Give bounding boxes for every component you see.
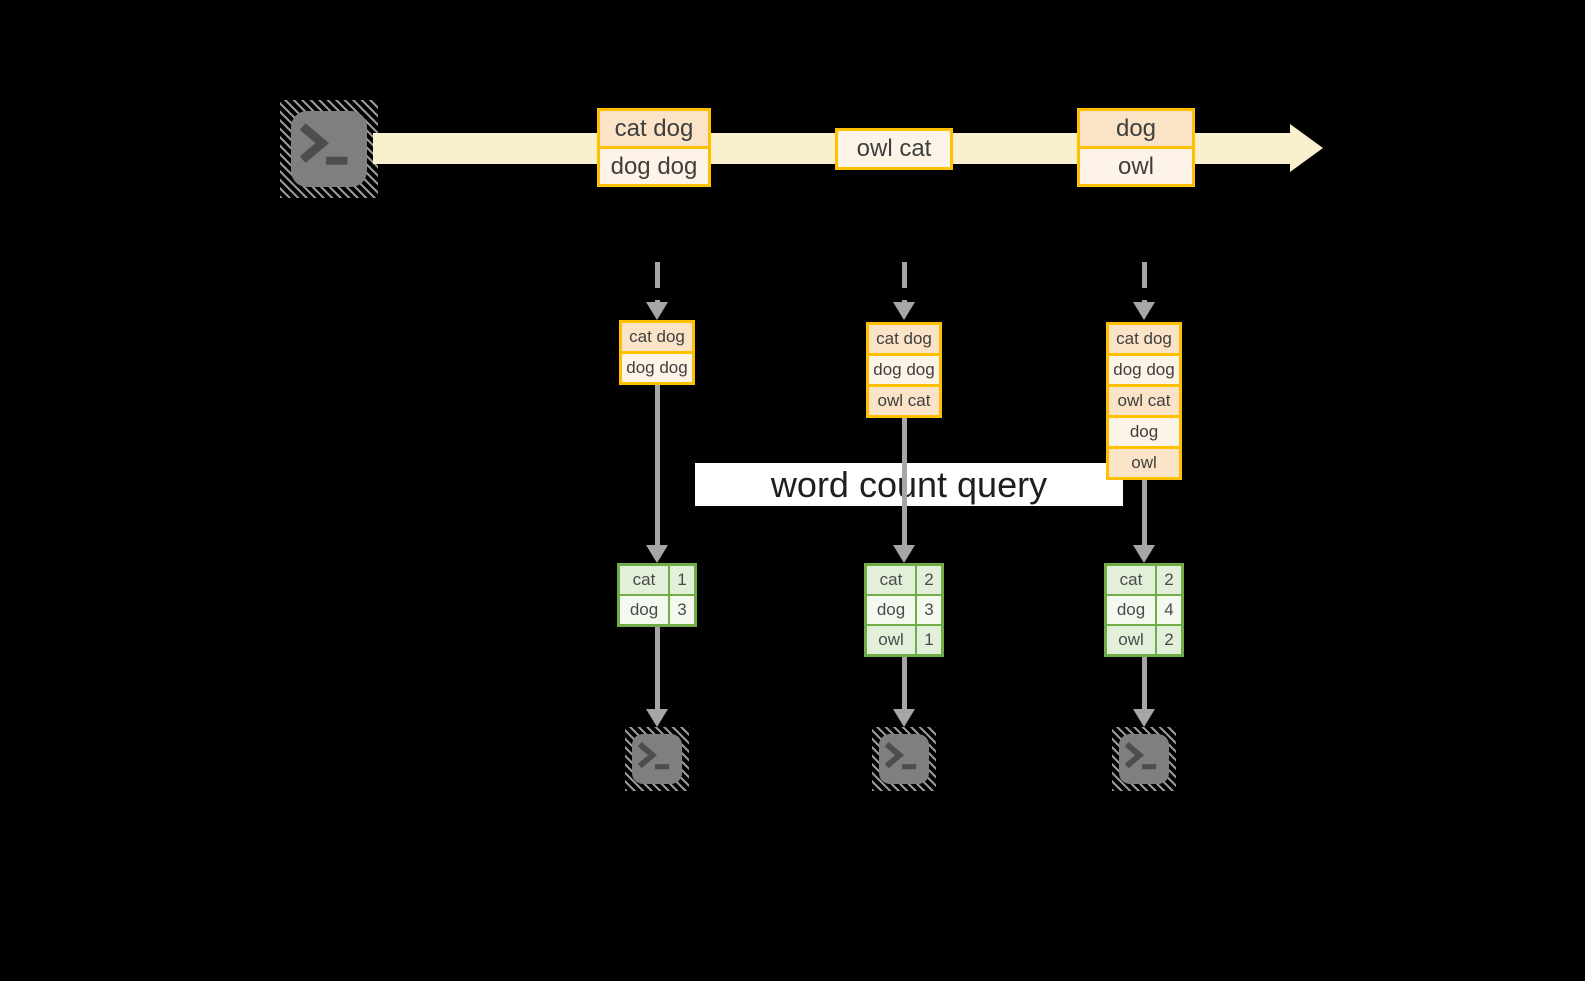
buffer-row: dog dog: [1109, 356, 1179, 384]
count-value: 2: [1157, 626, 1181, 654]
count-value: 1: [917, 626, 941, 654]
count-table-1: cat 1 dog 3: [617, 563, 697, 627]
buffer-row: dog: [1109, 418, 1179, 446]
terminal-prompt-icon: [632, 734, 682, 784]
terminal-glyph-icon: [299, 123, 348, 165]
stream-arrowhead-icon: [1290, 124, 1323, 172]
buffer-row: owl cat: [869, 387, 939, 415]
stream-event-1: cat dog dog dog: [597, 108, 711, 187]
query-label-band: word count query: [695, 463, 1123, 506]
buffer-row: cat dog: [622, 323, 692, 351]
record-buffer-2: cat dog dog dog owl cat: [866, 322, 942, 418]
flow-arrow-line: [1142, 480, 1147, 545]
count-word: dog: [1107, 596, 1155, 624]
stream-event-2: owl cat: [835, 128, 953, 170]
source-terminal-icon: [280, 100, 378, 198]
terminal-glyph-icon: [1124, 742, 1157, 770]
stream-event-row: cat dog: [600, 111, 708, 146]
flow-arrow-line: [902, 657, 907, 709]
terminal-prompt-icon: [291, 111, 367, 187]
count-row: owl 2: [1107, 626, 1181, 654]
count-value: 4: [1157, 596, 1181, 624]
flow-arrow-line: [655, 385, 660, 545]
terminal-prompt-icon: [879, 734, 929, 784]
dashed-arrow-line: [655, 262, 660, 302]
buffer-row: owl: [1109, 449, 1179, 477]
arrowhead-down-icon: [893, 709, 915, 727]
buffer-row: dog dog: [869, 356, 939, 384]
arrowhead-down-icon: [893, 302, 915, 320]
flow-arrow-line: [1142, 657, 1147, 709]
count-row: owl 1: [867, 626, 941, 654]
stream-event-row: dog: [1080, 111, 1192, 146]
terminal-glyph-icon: [884, 742, 917, 770]
buffer-row: dog dog: [622, 354, 692, 382]
arrowhead-down-icon: [646, 545, 668, 563]
arrowhead-down-icon: [646, 709, 668, 727]
arrowhead-down-icon: [893, 545, 915, 563]
arrowhead-down-icon: [1133, 545, 1155, 563]
flow-arrow-line: [902, 418, 907, 545]
count-word: dog: [867, 596, 915, 624]
sink-terminal-icon-3: [1112, 727, 1176, 791]
stream-event-row: owl: [1080, 149, 1192, 184]
flow-arrow-line: [655, 627, 660, 709]
buffer-row: owl cat: [1109, 387, 1179, 415]
count-value: 2: [1157, 566, 1181, 594]
dashed-arrow-line: [902, 262, 907, 302]
count-table-2: cat 2 dog 3 owl 1: [864, 563, 944, 657]
count-value: 2: [917, 566, 941, 594]
count-word: owl: [1107, 626, 1155, 654]
record-buffer-3: cat dog dog dog owl cat dog owl: [1106, 322, 1182, 480]
count-word: cat: [1107, 566, 1155, 594]
record-buffer-1: cat dog dog dog: [619, 320, 695, 385]
dashed-arrow-line: [1142, 262, 1147, 302]
stream-event-row: dog dog: [600, 149, 708, 184]
count-table-3: cat 2 dog 4 owl 2: [1104, 563, 1184, 657]
count-value: 3: [917, 596, 941, 624]
count-row: cat 2: [867, 566, 941, 594]
count-value: 1: [670, 566, 694, 594]
terminal-glyph-icon: [637, 742, 670, 770]
buffer-row: cat dog: [1109, 325, 1179, 353]
buffer-row: cat dog: [869, 325, 939, 353]
count-word: cat: [620, 566, 668, 594]
count-row: cat 2: [1107, 566, 1181, 594]
count-row: dog 4: [1107, 596, 1181, 624]
sink-terminal-icon-2: [872, 727, 936, 791]
terminal-prompt-icon: [1119, 734, 1169, 784]
count-word: dog: [620, 596, 668, 624]
count-word: owl: [867, 626, 915, 654]
stream-event-3: dog owl: [1077, 108, 1195, 187]
arrowhead-down-icon: [1133, 302, 1155, 320]
count-row: cat 1: [620, 566, 694, 594]
arrowhead-down-icon: [646, 302, 668, 320]
sink-terminal-icon-1: [625, 727, 689, 791]
count-value: 3: [670, 596, 694, 624]
query-label: word count query: [770, 463, 1048, 505]
count-row: dog 3: [620, 596, 694, 624]
count-word: cat: [867, 566, 915, 594]
arrowhead-down-icon: [1133, 709, 1155, 727]
count-row: dog 3: [867, 596, 941, 624]
stream-event-row: owl cat: [838, 131, 950, 167]
